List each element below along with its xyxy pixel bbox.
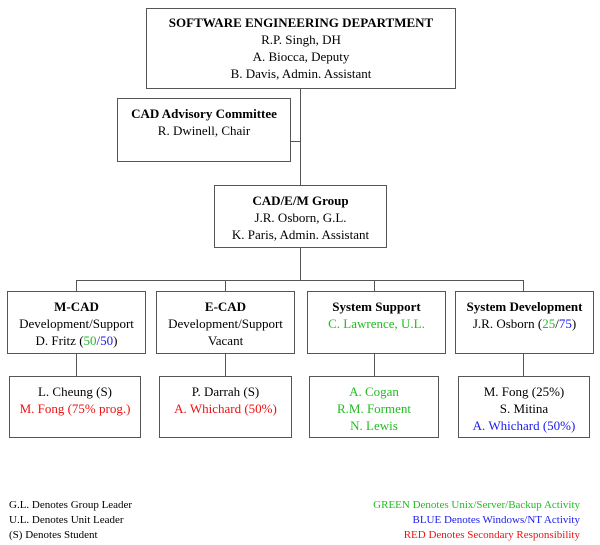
legend-item-green: GREEN Denotes Unix/Server/Backup Activit… [373, 499, 580, 511]
unit-title: System Support [332, 299, 421, 314]
group-leader: J.R. Osborn, G.L. [254, 210, 347, 225]
staff-box-ecad: P. Darrah (S) A. Whichard (50%) [159, 376, 292, 438]
connector-advisory [290, 141, 300, 142]
legend-item: U.L. Denotes Unit Leader [9, 514, 124, 526]
department-admin: B. Davis, Admin. Assistant [230, 66, 372, 81]
unit-subtitle: Development/Support [168, 316, 283, 331]
unit-lead: Vacant [207, 333, 244, 348]
staff-member: L. Cheung (S) [37, 384, 113, 399]
staff-member: A. Whichard (50%) [174, 401, 277, 416]
unit-lead: C. Lawrence, U.L. [328, 316, 425, 331]
staff-member: A. Cogan [349, 384, 399, 399]
staff-box-system-support: A. Cogan R.M. Forment N. Lewis [309, 376, 439, 438]
connector-group-down [300, 247, 301, 280]
staff-member: A. Whichard (50%) [472, 418, 576, 433]
unit-subtitle: Development/Support [19, 316, 134, 331]
unit-box-system-support: System Support C. Lawrence, U.L. [307, 291, 446, 354]
connector-mcad-staff [76, 353, 77, 376]
group-box: CAD/E/M Group J.R. Osborn, G.L. K. Paris… [214, 185, 387, 248]
unit-box-ecad: E-CAD Development/Support Vacant [156, 291, 295, 354]
staff-box-system-development: M. Fong (25%) S. Mitina A. Whichard (50%… [458, 376, 590, 438]
staff-member: N. Lewis [350, 418, 398, 433]
connector-syssupport-staff [374, 353, 375, 376]
group-admin: K. Paris, Admin. Assistant [231, 227, 370, 242]
connector-sysdev-staff [523, 353, 524, 376]
staff-member: R.M. Forment [336, 401, 412, 416]
staff-member: M. Fong (75% prog.) [19, 401, 131, 416]
connector-to-mcad [76, 280, 77, 291]
staff-member: S. Mitina [499, 401, 549, 416]
staff-member: M. Fong (25%) [483, 384, 565, 399]
staff-box-mcad: L. Cheung (S) M. Fong (75% prog.) [9, 376, 141, 438]
unit-title: E-CAD [204, 299, 247, 314]
unit-title: M-CAD [54, 299, 99, 314]
advisory-chair: R. Dwinell, Chair [157, 123, 251, 138]
connector-horizontal-bus [76, 280, 524, 281]
department-deputy: A. Biocca, Deputy [252, 49, 350, 64]
unit-box-mcad: M-CAD Development/Support D. Fritz (50/5… [7, 291, 146, 354]
unit-box-system-development: System Development J.R. Osborn (25/75) [455, 291, 594, 354]
group-title: CAD/E/M Group [252, 193, 349, 208]
legend-item: G.L. Denotes Group Leader [9, 499, 133, 511]
advisory-committee-box: CAD Advisory Committee R. Dwinell, Chair [117, 98, 291, 162]
staff-member: P. Darrah (S) [191, 384, 260, 399]
legend-item-red: RED Denotes Secondary Responsibility [403, 529, 580, 541]
department-head: R.P. Singh, DH [261, 32, 341, 47]
department-title: SOFTWARE ENGINEERING DEPARTMENT [168, 15, 434, 30]
legend-colors: GREEN Denotes Unix/Server/Backup Activit… [373, 498, 580, 543]
unit-lead: J.R. Osborn (25/75) [472, 316, 577, 331]
unit-title: System Development [466, 299, 583, 314]
connector-to-syssupport [374, 280, 375, 291]
advisory-title: CAD Advisory Committee [131, 106, 277, 121]
connector-ecad-staff [225, 353, 226, 376]
legend-abbreviations: G.L. Denotes Group Leader U.L. Denotes U… [9, 498, 132, 543]
legend-item-blue: BLUE Denotes Windows/NT Activity [412, 514, 580, 526]
connector-to-ecad [225, 280, 226, 291]
legend-item: (S) Denotes Student [9, 529, 98, 541]
unit-lead: D. Fritz (50/50) [35, 333, 118, 348]
connector-to-sysdev [523, 280, 524, 291]
department-box: SOFTWARE ENGINEERING DEPARTMENT R.P. Sin… [146, 8, 456, 89]
connector-dept-to-group [300, 88, 301, 185]
